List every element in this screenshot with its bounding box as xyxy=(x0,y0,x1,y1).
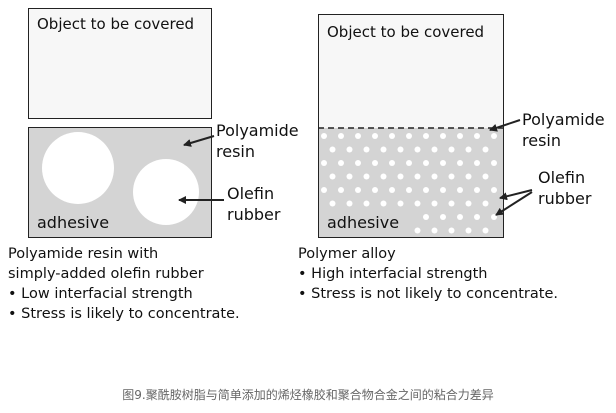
right-rubber-particle xyxy=(380,173,387,180)
right-rubber-particle xyxy=(329,146,336,153)
right-rubber-particle xyxy=(406,133,412,139)
right-rubber-particle xyxy=(491,133,497,139)
right-rubber-particle xyxy=(482,227,489,234)
right-polyamide-arrow xyxy=(489,119,521,132)
right-rubber-particle xyxy=(431,146,438,153)
right-rubber-particle xyxy=(355,187,361,193)
right-rubber-particle xyxy=(474,160,480,166)
right-rubber-particle xyxy=(474,214,480,220)
right-rubber-particle xyxy=(440,214,446,220)
right-rubber-particle xyxy=(380,146,387,153)
right-rubber-particle xyxy=(440,187,446,193)
right-rubber-particle xyxy=(355,133,361,139)
right-rubber-particle xyxy=(406,187,412,193)
right-rubber-particle xyxy=(346,146,353,153)
right-rubber-particle xyxy=(355,160,361,166)
right-rubber-particle xyxy=(465,173,472,180)
right-rubber-particle xyxy=(457,214,463,220)
right-rubber-particle xyxy=(414,200,421,207)
right-rubber-particle xyxy=(321,133,327,139)
left-rubber-particle xyxy=(133,159,199,225)
right-rubber-particle xyxy=(482,173,489,180)
right-rubber-particle xyxy=(465,200,472,207)
right-rubber-particle xyxy=(491,187,497,193)
right-rubber-particle xyxy=(465,146,472,153)
right-rubber-particle xyxy=(440,133,446,139)
right-polyamide-label: Polyamide resin xyxy=(522,110,605,150)
figure-caption: 图9.聚酰胺树脂与简单添加的烯烃橡胶和聚合物合金之间的粘合力差异 xyxy=(122,388,494,402)
right-rubber-particle xyxy=(338,133,344,139)
right-rubber-particle xyxy=(346,200,353,207)
right-rubber-particle xyxy=(448,173,455,180)
right-object-box: Object to be covered xyxy=(318,14,504,128)
right-olefin-arrow-2 xyxy=(495,191,533,216)
right-rubber-particle xyxy=(448,200,455,207)
right-rubber-particle xyxy=(363,146,370,153)
right-object-label: Object to be covered xyxy=(327,23,485,41)
right-rubber-particle xyxy=(448,227,455,234)
right-rubber-particle xyxy=(346,173,353,180)
right-olefin-label: Olefin rubber xyxy=(538,168,592,208)
right-rubber-particle xyxy=(406,160,412,166)
right-rubber-particle xyxy=(389,160,395,166)
right-rubber-particle xyxy=(321,187,327,193)
right-rubber-particle xyxy=(431,200,438,207)
right-adhesive-label: adhesive xyxy=(327,213,400,232)
right-rubber-particle xyxy=(397,173,404,180)
right-rubber-particle xyxy=(397,146,404,153)
right-rubber-particles xyxy=(321,133,497,234)
right-olefin-arrow-1 xyxy=(499,189,533,201)
right-rubber-particle xyxy=(474,187,480,193)
right-rubber-particle xyxy=(338,160,344,166)
right-rubber-particle xyxy=(423,214,429,220)
right-rubber-particle xyxy=(372,187,378,193)
right-rubber-particle xyxy=(389,187,395,193)
right-rubber-particle xyxy=(363,200,370,207)
right-rubber-particle xyxy=(423,187,429,193)
right-rubber-particle xyxy=(380,200,387,207)
right-caption: Polymer alloy • High interfacial strengt… xyxy=(298,246,558,302)
right-rubber-particle xyxy=(423,160,429,166)
right-rubber-particle xyxy=(474,133,480,139)
right-rubber-particle xyxy=(363,173,370,180)
right-rubber-particle xyxy=(372,160,378,166)
right-rubber-particle xyxy=(457,187,463,193)
left-object-box: Object to be covered xyxy=(28,8,212,119)
right-rubber-particle xyxy=(448,146,455,153)
left-rubber-particle xyxy=(42,132,114,204)
left-adhesive-label: adhesive xyxy=(37,213,110,232)
right-rubber-particle xyxy=(329,200,336,207)
left-polyamide-arrow xyxy=(183,135,215,147)
right-rubber-particle xyxy=(389,133,395,139)
right-adhesive-box: adhesive xyxy=(318,128,504,238)
right-rubber-particle xyxy=(491,160,497,166)
right-rubber-particle xyxy=(465,227,472,234)
right-rubber-particle xyxy=(431,173,438,180)
right-rubber-particle xyxy=(329,173,336,180)
left-caption: Polyamide resin with simply-added olefin… xyxy=(8,246,240,322)
right-rubber-particle xyxy=(414,227,421,234)
right-rubber-particle xyxy=(440,160,446,166)
right-rubber-particle xyxy=(338,187,344,193)
right-rubber-particle xyxy=(321,160,327,166)
left-object-label: Object to be covered xyxy=(37,15,195,33)
right-rubber-particle xyxy=(414,146,421,153)
right-rubber-particle xyxy=(423,133,429,139)
right-rubber-particle xyxy=(457,160,463,166)
left-olefin-label: Olefin rubber xyxy=(227,184,281,224)
right-rubber-particle xyxy=(431,227,438,234)
right-rubber-particle xyxy=(397,200,404,207)
right-rubber-particle xyxy=(482,146,489,153)
right-rubber-particle xyxy=(482,200,489,207)
right-rubber-particle xyxy=(414,173,421,180)
right-rubber-particle xyxy=(372,133,378,139)
right-rubber-particle xyxy=(457,133,463,139)
left-polyamide-label: Polyamide resin xyxy=(216,121,299,161)
